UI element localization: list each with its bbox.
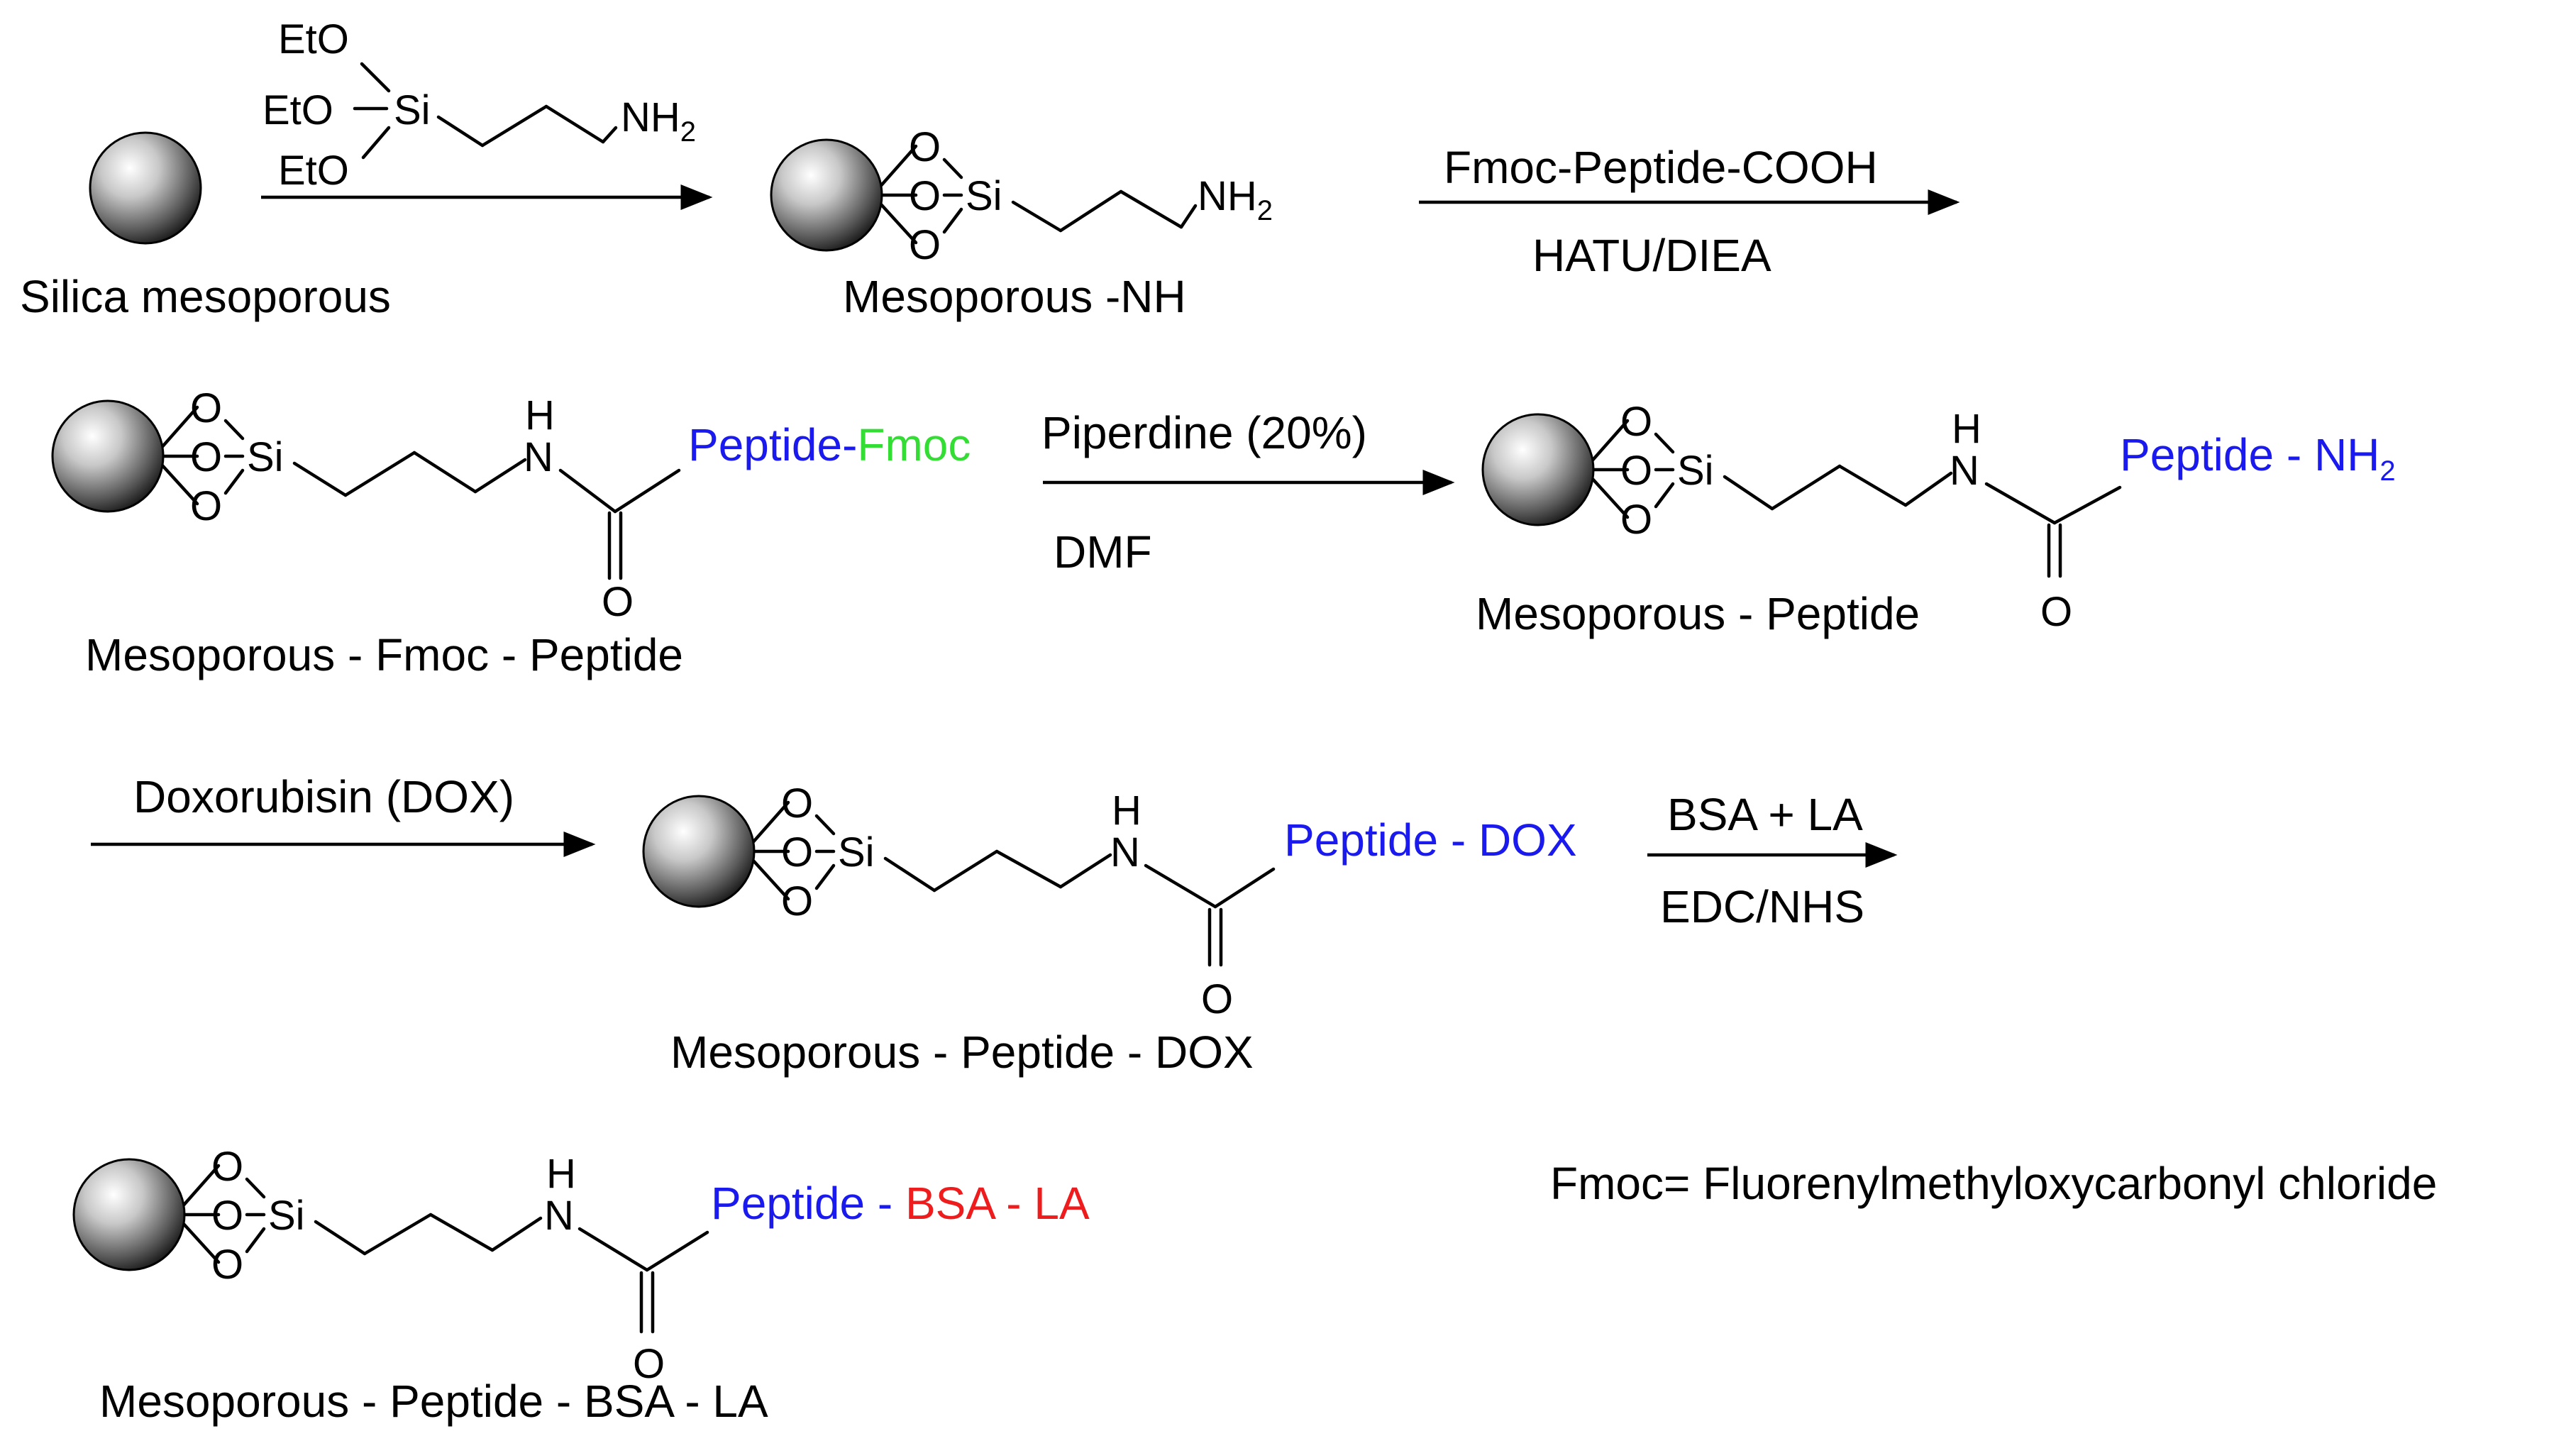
svg-text:O: O: [602, 579, 634, 625]
svg-text:Si: Si: [268, 1193, 305, 1239]
silane-eto-top: EtO: [278, 16, 349, 62]
svg-text:O: O: [1201, 976, 1233, 1022]
caption-dox: Mesoporous - Peptide - DOX: [670, 1027, 1254, 1078]
reagent-step1-bottom: HATU/DIEA: [1532, 230, 1771, 281]
reagent-step4-top: BSA + LA: [1667, 789, 1863, 840]
svg-text:O: O: [1620, 399, 1652, 445]
caption-amine: Mesoporous -NH: [843, 271, 1186, 322]
svg-text:N: N: [524, 434, 553, 480]
reagent-step2-bottom: DMF: [1054, 526, 1152, 578]
molecule-bsa: O O O Si H N O Peptide - BSA - LA: [74, 1144, 1090, 1387]
silane-eto-bottom: EtO: [278, 148, 349, 194]
svg-text:O: O: [909, 173, 941, 219]
svg-text:H: H: [525, 392, 555, 438]
svg-text:O: O: [1620, 497, 1652, 543]
svg-text:Si: Si: [966, 173, 1002, 219]
svg-text:O: O: [190, 385, 222, 431]
molecule-silica: Silica mesoporous: [20, 131, 391, 322]
svg-text:O: O: [190, 483, 222, 529]
svg-text:Peptide - BSA - LA: Peptide - BSA - LA: [711, 1178, 1090, 1229]
svg-text:O: O: [211, 1144, 243, 1190]
reagent-aptes: EtO EtO EtO Si NH2: [262, 16, 696, 194]
svg-text:O: O: [909, 222, 941, 268]
svg-text:H: H: [1112, 788, 1141, 834]
svg-text:O: O: [190, 434, 222, 480]
svg-text:N: N: [1110, 829, 1140, 876]
footnote-fmoc-definition: Fmoc= Fluorenylmethyloxycarbonyl chlorid…: [1550, 1158, 2437, 1209]
molecule-dox: O O O Si H N O Peptide - DOX: [643, 780, 1577, 1022]
svg-text:O: O: [211, 1193, 243, 1239]
silane-nh2: NH2: [621, 94, 696, 148]
molecule-fmoc: O O O Si H N O Peptide-Fmoc: [52, 385, 971, 625]
svg-text:O: O: [781, 780, 813, 827]
svg-text:H: H: [546, 1151, 576, 1197]
svg-text:Peptide - NH2: Peptide - NH2: [2120, 429, 2396, 487]
svg-text:O: O: [633, 1341, 665, 1387]
svg-text:Si: Si: [247, 434, 284, 480]
molecule-peptide: O O O Si H N O Peptide - NH2: [1483, 399, 2396, 635]
svg-text:O: O: [781, 878, 813, 924]
silica-sphere-icon: [89, 131, 202, 245]
svg-text:Peptide-Fmoc: Peptide-Fmoc: [688, 419, 971, 470]
silane-si: Si: [394, 87, 431, 133]
svg-text:N: N: [544, 1193, 574, 1239]
svg-text:Peptide - DOX: Peptide - DOX: [1284, 814, 1577, 866]
caption-fmoc: Mesoporous - Fmoc - Peptide: [85, 629, 683, 680]
svg-text:N: N: [1950, 448, 1979, 494]
silane-eto-middle: EtO: [262, 87, 333, 133]
reagent-step2-top: Piperdine (20%): [1041, 407, 1367, 458]
svg-text:O: O: [781, 829, 813, 876]
svg-text:O: O: [211, 1242, 243, 1288]
reagent-step1-top: Fmoc-Peptide-COOH: [1444, 142, 1878, 193]
molecule-amine: O O O Si NH2: [771, 124, 1273, 268]
svg-text:NH2: NH2: [1198, 173, 1273, 226]
caption-bsa: Mesoporous - Peptide - BSA - LA: [99, 1376, 768, 1427]
svg-text:H: H: [1952, 406, 1981, 452]
svg-text:Si: Si: [1677, 448, 1714, 494]
caption-peptide: Mesoporous - Peptide: [1476, 588, 1920, 639]
svg-text:O: O: [909, 124, 941, 170]
svg-text:O: O: [2040, 589, 2072, 635]
caption-silica: Silica mesoporous: [20, 271, 391, 322]
svg-text:O: O: [1620, 448, 1652, 494]
svg-text:Si: Si: [838, 829, 875, 876]
reagent-step4-bottom: EDC/NHS: [1660, 881, 1864, 932]
reagent-step3-top: Doxorubisin (DOX): [133, 771, 514, 822]
